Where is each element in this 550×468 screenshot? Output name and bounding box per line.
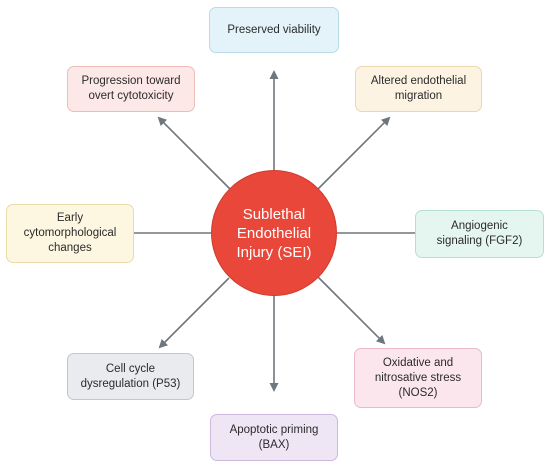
- node-cell-cycle: Cell cycle dysregulation (P53): [67, 353, 194, 400]
- node-apoptotic-priming: Apoptotic priming (BAX): [210, 414, 338, 461]
- connector-overt-cytotoxicity: [157, 116, 231, 190]
- node-oxidative-stress: Oxidative and nitrosative stress (NOS2): [354, 348, 482, 408]
- node-label: Early cytomorphological changes: [23, 212, 117, 254]
- node-label: Cell cycle dysregulation (P53): [80, 362, 181, 390]
- central-hub-circle: Sublethal Endothelial Injury (SEI): [211, 170, 337, 296]
- node-preserved-viability: Preserved viability: [209, 7, 339, 53]
- node-cytomorphological: Early cytomorphological changes: [6, 204, 134, 263]
- node-label: Progression toward overt cytotoxicity: [81, 75, 181, 102]
- connector-cell-cycle: [158, 277, 230, 349]
- node-angiogenic-signaling: Angiogenic signaling (FGF2): [415, 210, 544, 258]
- connector-altered-migration: [317, 116, 391, 190]
- node-label: Altered endothelial migration: [370, 75, 467, 102]
- node-altered-migration: Altered endothelial migration: [355, 66, 482, 112]
- node-label: Angiogenic signaling (FGF2): [436, 220, 523, 247]
- node-overt-cytotoxicity: Progression toward overt cytotoxicity: [67, 66, 195, 112]
- connectors: [134, 70, 415, 392]
- node-label: Preserved viability: [227, 23, 321, 36]
- node-label: Apoptotic priming (BAX): [229, 423, 319, 451]
- connector-oxidative-stress: [317, 276, 386, 345]
- node-label: Oxidative and nitrosative stress (NOS2): [374, 356, 462, 399]
- hub-label: Sublethal Endothelial Injury (SEI): [236, 205, 312, 261]
